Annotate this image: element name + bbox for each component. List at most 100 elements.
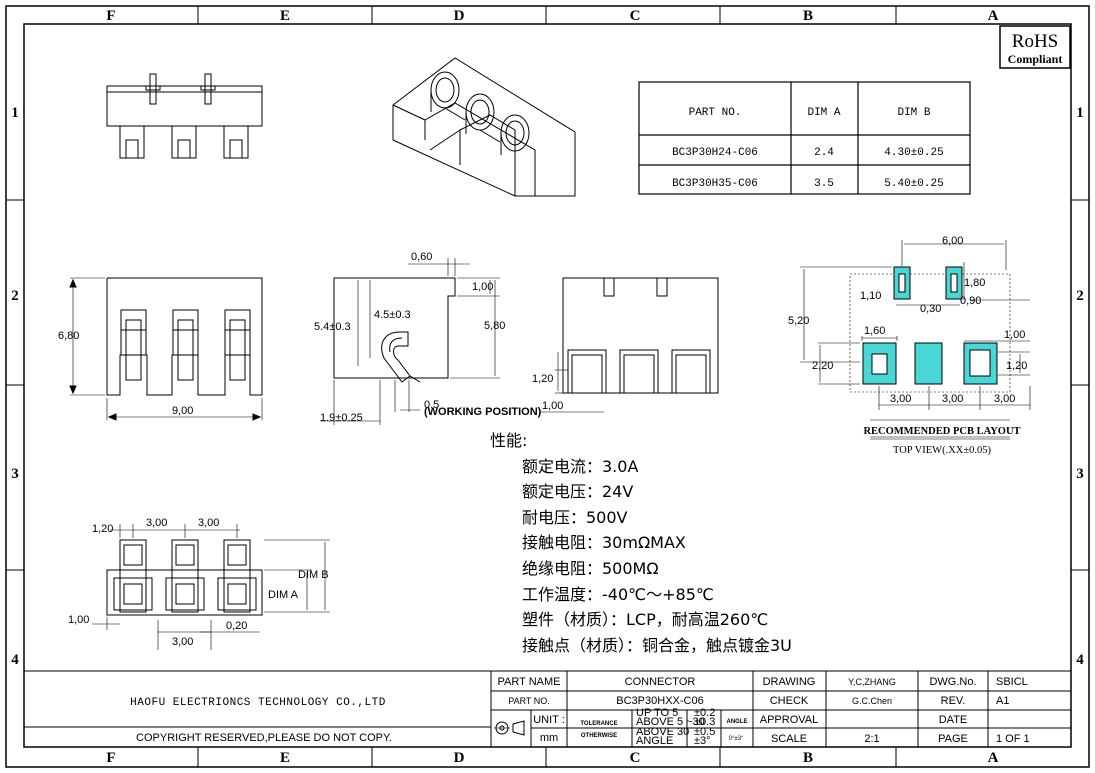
row-label-right: 1 (1076, 105, 1084, 121)
part-table-cell: 3.5 (814, 178, 834, 190)
zone-ticks (6, 6, 1089, 767)
angle-value: 0°±3° (729, 736, 744, 742)
col-label-bottom: A (988, 750, 999, 766)
col-label-top: C (630, 8, 641, 24)
col-label-bottom: D (454, 750, 465, 766)
page-label: PAGE (938, 733, 968, 745)
row-label-left: 4 (11, 652, 19, 668)
dim-label: 1,00 (68, 614, 89, 626)
page-value: 1 OF 1 (996, 733, 1030, 745)
date-label: DATE (939, 714, 968, 726)
col-label-top: D (454, 8, 465, 24)
scale-label: SCALE (771, 733, 807, 745)
spec-item: 接触电阻：30mΩMAX (522, 533, 686, 553)
dim-label: 1,00 (1004, 329, 1025, 341)
angle-label: ANGLE (727, 719, 748, 725)
tolerance-range: ABOVE 30 (636, 726, 689, 738)
front-view-drawing (69, 277, 263, 421)
dim-label: 0,20 (226, 620, 247, 632)
spec-item: 绝缘电阻：500MΩ (522, 558, 659, 578)
row-label-right: 2 (1076, 288, 1084, 304)
row-label-right: 4 (1076, 652, 1084, 668)
col-label-top: A (988, 8, 999, 24)
specs-heading: 性能: (490, 431, 528, 450)
dim-label: DIM B (298, 569, 329, 581)
dim-label: 1,20 (532, 373, 553, 385)
part-name-value: CONNECTOR (625, 676, 696, 688)
dim-label: 3,00 (942, 393, 963, 405)
part-table-cell: BC3P30H35-C06 (672, 178, 758, 190)
tolerance-range: UP TO 5 (636, 707, 678, 719)
part-table-cell: BC3P30H24-C06 (672, 147, 758, 159)
copyright-notice: COPYRIGHT RESERVED,PLEASE DO NOT COPY. (136, 732, 392, 744)
part-table-header: PART NO. (689, 107, 742, 119)
spec-item: 耐电压：500V (522, 507, 628, 527)
dim-label: (WORKING POSITION) (424, 406, 542, 418)
col-label-top: B (803, 8, 813, 24)
dim-label: 0,90 (960, 295, 981, 307)
row-label-right: 3 (1076, 466, 1084, 482)
dwg-no-value: SBICL (996, 676, 1028, 688)
spec-item: 工作温度：-40℃～+85℃ (522, 584, 714, 604)
rohs-subtitle: Compliant (1008, 52, 1063, 66)
title-block-grid (24, 670, 1071, 747)
dim-label: 1,00 (542, 400, 563, 412)
pcb-layout-subtitle: TOP VIEW(.XX±0.05) (893, 445, 992, 456)
side-view-drawing (320, 258, 500, 425)
dim-label: 1,20 (92, 523, 113, 535)
part-table-header: DIM A (807, 107, 840, 119)
dim-label: 4.5±0.3 (374, 309, 411, 321)
pcb-layout-title: RECOMMENDED PCB LAYOUT (863, 426, 1020, 437)
dim-label: 2,20 (812, 360, 833, 372)
rohs-title: RoHS (1012, 31, 1058, 52)
check-label: CHECK (770, 695, 809, 707)
outer-border (5, 5, 1090, 768)
dim-label: 5,20 (788, 315, 809, 327)
col-label-bottom: F (106, 750, 115, 766)
top-view-drawing (106, 73, 263, 159)
unit-value: mm (540, 732, 558, 744)
row-label-left: 3 (11, 466, 19, 482)
row-label-left: 1 (11, 105, 19, 121)
company-name: HAOFU ELECTRIONCS TECHNOLOGY CO.,LTD (130, 697, 386, 709)
dim-label: DIM A (268, 589, 299, 601)
part-table-cell: 4.30±0.25 (884, 147, 943, 159)
dim-label: 0.5 (424, 399, 439, 411)
dim-label: 1,00 (472, 281, 493, 293)
col-label-top: E (280, 8, 290, 24)
tolerance-label: TOLERANCE (580, 721, 617, 727)
bottom-view-drawing (92, 524, 330, 650)
dim-label: 3,00 (172, 636, 193, 648)
part-table (638, 81, 971, 195)
dim-label: 1,80 (964, 277, 985, 289)
part-no-value: BC3P30HXX-C06 (616, 695, 703, 707)
dwg-no-label: DWG.No. (929, 676, 976, 688)
drawing-label: DRAWING (763, 676, 816, 688)
col-label-bottom: E (280, 750, 290, 766)
dim-label: 5,80 (484, 320, 505, 332)
dim-label: 1,10 (860, 290, 881, 302)
tolerance-value: ±0.2 (694, 707, 715, 719)
pcb-layout-drawing (800, 240, 1031, 440)
dim-label: 6,80 (58, 330, 79, 342)
part-table-cell: 2.4 (814, 147, 834, 159)
rev-value: A1 (996, 695, 1009, 707)
tolerance-range: ABOVE 5 ~30 (636, 716, 705, 728)
rev-label: REV. (941, 695, 966, 707)
dim-label: 0,60 (411, 251, 432, 263)
spec-item: 塑件（材质）：LCP，耐高温260℃ (522, 610, 769, 630)
dim-label: 3,00 (146, 517, 167, 529)
dim-label: 1,20 (1006, 360, 1027, 372)
dim-label: 3,00 (198, 517, 219, 529)
dim-label: 6,00 (942, 235, 963, 247)
row-label-left: 2 (11, 288, 19, 304)
performance-specs: 性能: 额定电流：3.0A 额定电压：24V 耐电压：500V 接触电阻：30m… (490, 428, 792, 658)
approval-label: APPROVAL (760, 714, 819, 726)
part-no-label: PART NO. (508, 696, 550, 706)
part-name-label: PART NAME (498, 676, 561, 688)
dim-label: 0,30 (920, 303, 941, 315)
dim-label: 9,00 (172, 405, 193, 417)
dim-label: 1,60 (864, 325, 885, 337)
otherwise-label: OTHERWISE (581, 733, 617, 739)
